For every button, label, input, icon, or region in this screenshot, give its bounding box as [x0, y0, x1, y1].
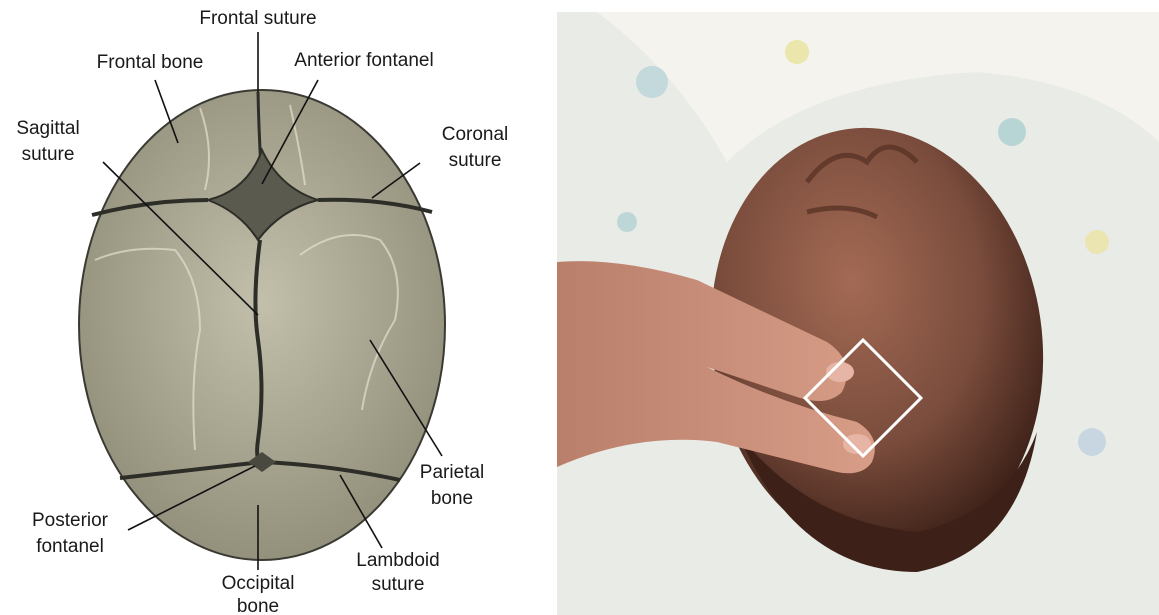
label-occipital-bone-line2: bone — [237, 596, 279, 615]
label-posterior-fontanel-line2: fontanel — [36, 536, 104, 557]
blanket-print-1 — [636, 66, 668, 98]
label-frontal-bone: Frontal bone — [97, 52, 204, 73]
label-coronal-suture-line2: suture — [449, 150, 502, 171]
label-sagittal-suture-line1: Sagittal — [16, 118, 79, 139]
label-posterior-fontanel-line1: Posterior — [32, 510, 109, 531]
label-anterior-fontanel: Anterior fontanel — [294, 50, 433, 71]
blanket-print-5 — [617, 212, 637, 232]
label-lambdoid-suture-line2: suture — [372, 574, 425, 595]
blanket-print-4 — [1085, 230, 1109, 254]
skull-diagram: Frontal suture Frontal bone Anterior fon… — [0, 0, 530, 615]
label-frontal-suture: Frontal suture — [199, 8, 316, 29]
label-parietal-bone-line2: bone — [431, 488, 473, 509]
infant-photo — [557, 12, 1159, 615]
blanket-print-2 — [785, 40, 809, 64]
label-sagittal-suture-line2: suture — [22, 144, 75, 165]
blanket-print-3 — [998, 118, 1026, 146]
blanket-print-6 — [1078, 428, 1106, 456]
label-coronal-suture-line1: Coronal — [442, 124, 509, 145]
label-lambdoid-suture-line1: Lambdoid — [356, 550, 439, 571]
label-parietal-bone-line1: Parietal — [420, 462, 484, 483]
label-occipital-bone-line1: Occipital — [222, 573, 295, 594]
